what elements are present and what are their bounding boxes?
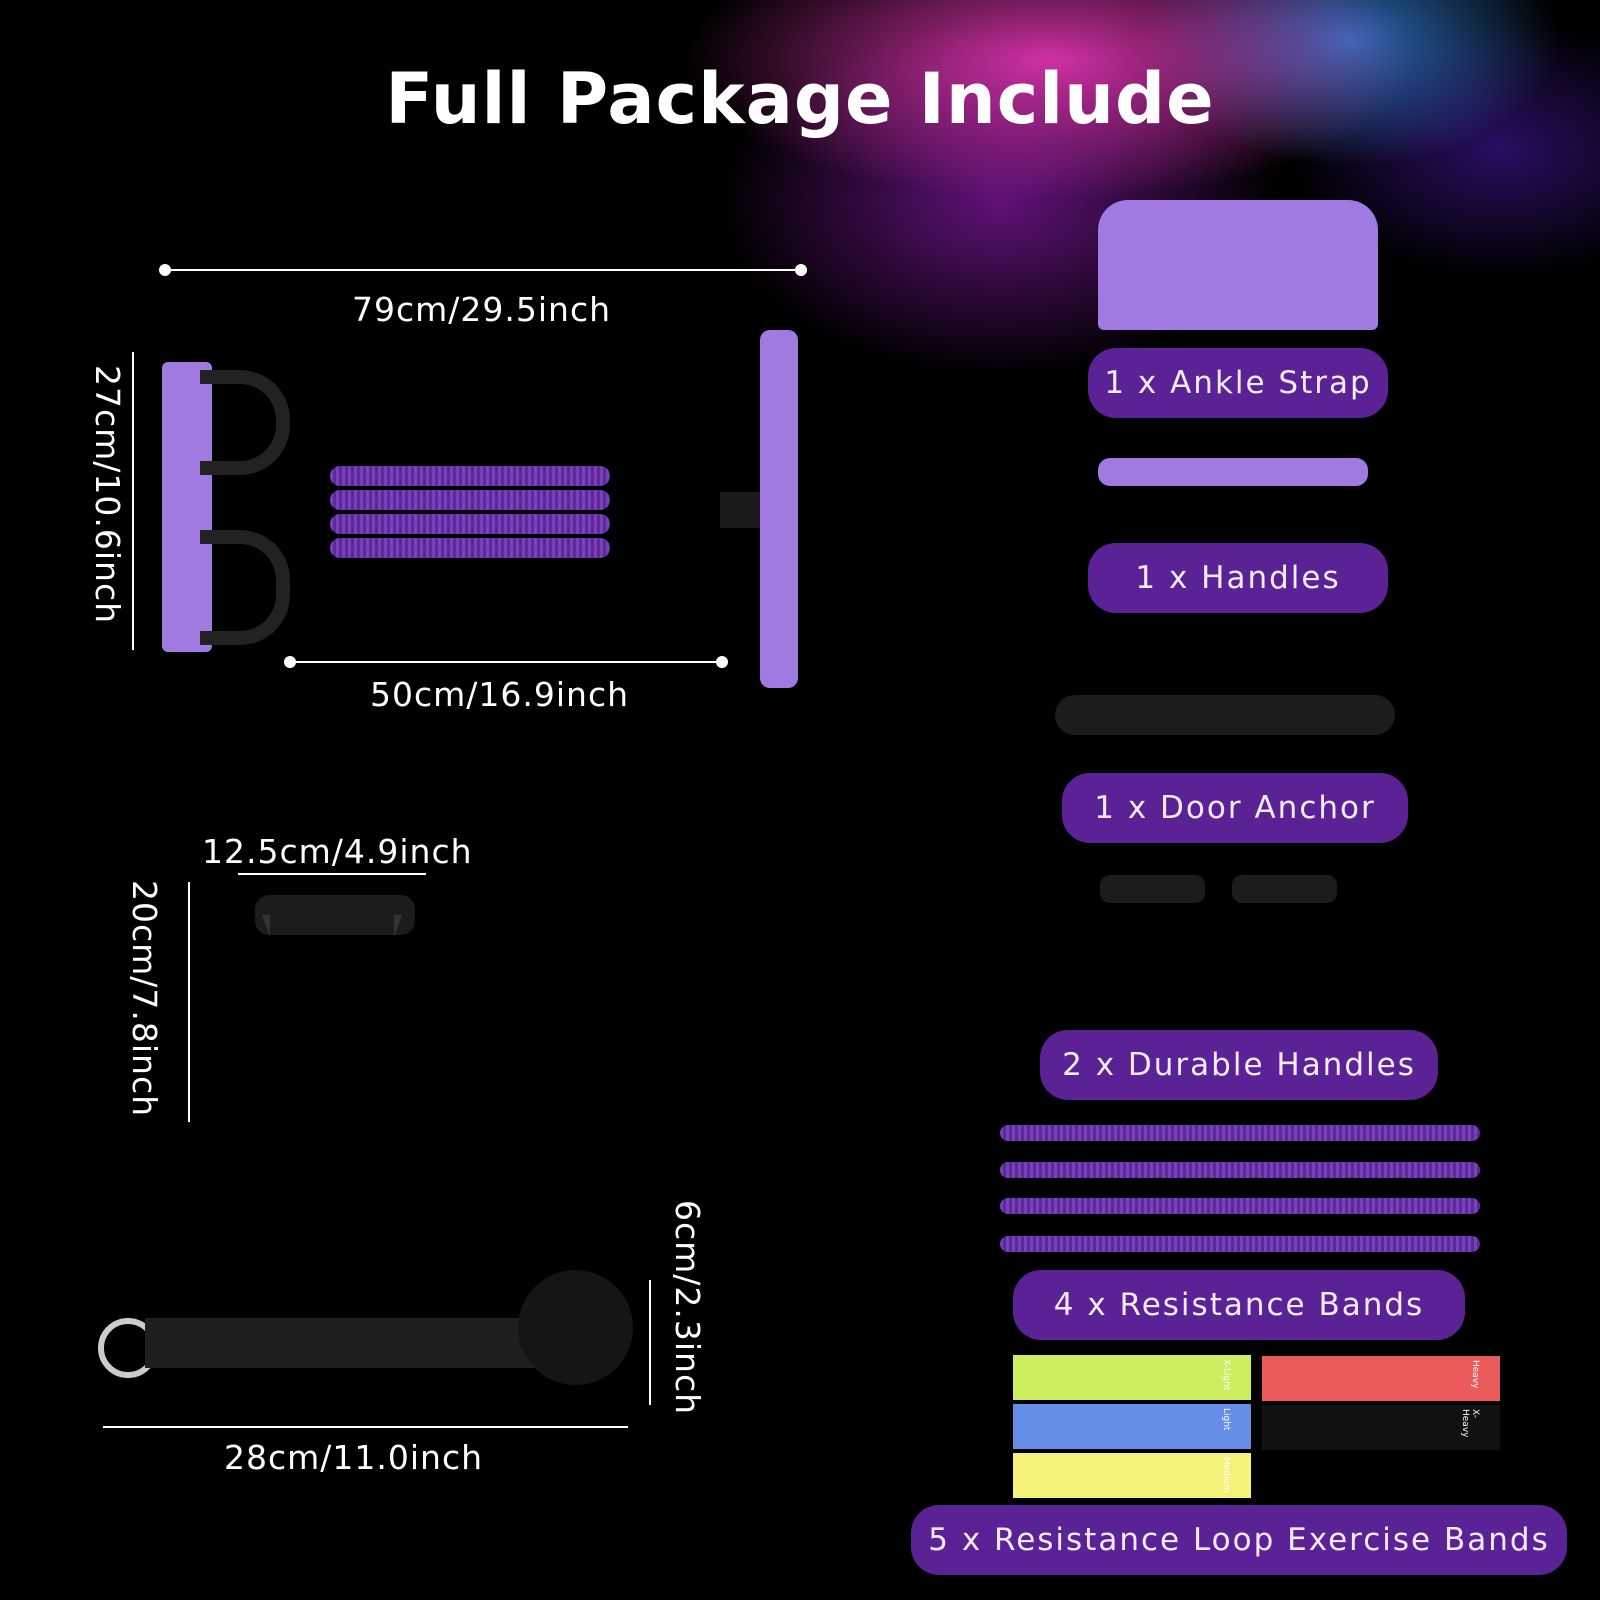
anchor-height-label: 6cm/2.3inch (668, 1200, 707, 1416)
loop-band-light: Light (1013, 1404, 1251, 1449)
loop-band-x-light: X-Light (1013, 1355, 1251, 1400)
dim-dot (716, 656, 728, 668)
pedal-loop (200, 530, 290, 645)
loop-band-x-heavy: X-Heavy (1262, 1405, 1500, 1450)
handle-width-label: 12.5cm/4.9inch (202, 832, 473, 871)
loop-band-medium: Medium (1013, 1453, 1251, 1498)
anchor-length-label: 28cm/11.0inch (224, 1438, 484, 1477)
resistance-band-image (1000, 1236, 1480, 1252)
band-length-label: 50cm/16.9inch (370, 675, 630, 714)
handle-bar-image (760, 330, 798, 688)
item-loop-bands: 5 x Resistance Loop Exercise Bands (911, 1505, 1567, 1575)
dim-line (238, 873, 426, 875)
resistance-band-image (1000, 1125, 1480, 1141)
dim-line (103, 1426, 628, 1428)
item-durable-handles: 2 x Durable Handles (1040, 1030, 1438, 1100)
anchor-foam (518, 1270, 633, 1385)
band-tube (330, 466, 610, 486)
door-anchor-image (145, 1318, 545, 1368)
ankle-strap-image (1098, 200, 1378, 330)
pedal-width-label: 79cm/29.5inch (352, 290, 612, 329)
dim-dot (795, 264, 807, 276)
dim-line (165, 269, 800, 271)
band-tube (330, 514, 610, 534)
foam-handle-image (255, 895, 415, 935)
item-resistance-bands: 4 x Resistance Bands (1013, 1270, 1465, 1340)
dim-line (188, 882, 190, 1122)
band-tube (330, 538, 610, 558)
handles-image (1098, 458, 1368, 486)
dim-line (290, 661, 720, 663)
resistance-band-image (1000, 1162, 1480, 1178)
durable-handle-image (1100, 875, 1205, 903)
resistance-band-image (1000, 1198, 1480, 1214)
item-door-anchor: 1 x Door Anchor (1062, 773, 1408, 843)
dim-line (649, 1280, 651, 1405)
page-title: Full Package Include (385, 58, 1215, 140)
item-ankle-strap: 1 x Ankle Strap (1088, 348, 1388, 418)
handle-height-label: 20cm/7.8inch (125, 880, 164, 1118)
dim-line (132, 352, 134, 650)
band-tube (330, 490, 610, 510)
durable-handle-image (1232, 875, 1337, 903)
loop-band-heavy: Heavy (1262, 1356, 1500, 1401)
door-anchor-small-image (1055, 695, 1395, 735)
item-handles: 1 x Handles (1088, 543, 1388, 613)
pedal-height-label: 27cm/10.6inch (88, 365, 127, 625)
